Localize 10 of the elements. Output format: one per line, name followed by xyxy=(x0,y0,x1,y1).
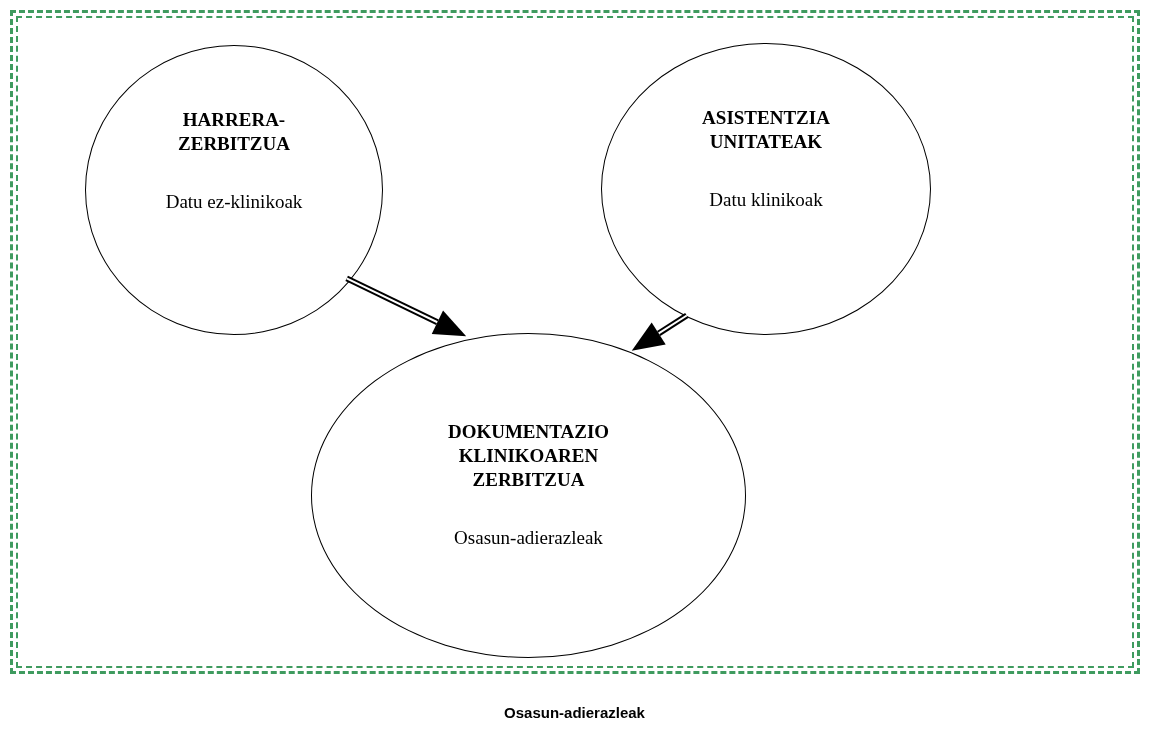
node-heading: ASISTENTZIA UNITATEAK xyxy=(701,106,831,154)
node-text: Osasun-adierazleak xyxy=(454,526,603,550)
node-heading: HARRERA- ZERBITZUA xyxy=(177,108,291,156)
node-heading: DOKUMENTAZIO KLINIKOAREN ZERBITZUA xyxy=(446,420,611,492)
dashed-frame xyxy=(10,10,1140,674)
caption: Osasun-adierazleak xyxy=(503,703,646,723)
node-text: Datu ez-klinikoak xyxy=(165,190,303,214)
node-text: Datu klinikoak xyxy=(709,188,823,212)
double-arrow xyxy=(631,312,689,351)
double-arrow xyxy=(345,275,467,337)
